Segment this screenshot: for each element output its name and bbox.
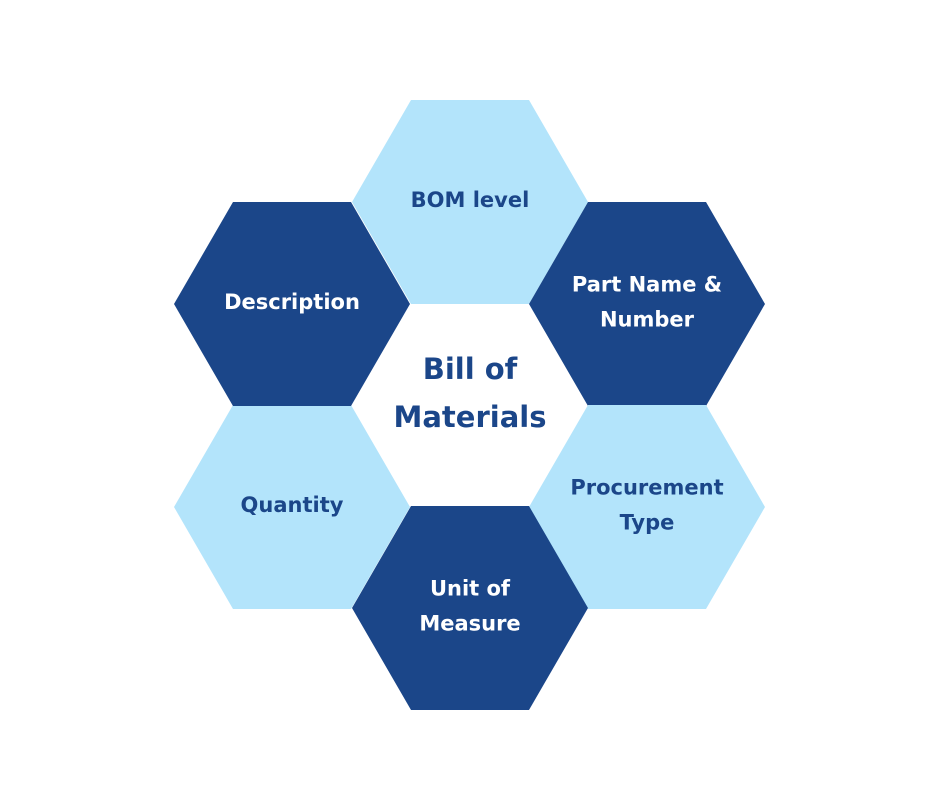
- center-title-line-1: Bill of: [423, 352, 518, 386]
- hex-node-unit-of-measure: Unit of Measure: [352, 506, 588, 710]
- label-procurement-type-line-2: Type: [620, 511, 675, 535]
- hex-node-description: Description: [174, 202, 410, 406]
- hex-node-quantity: Quantity: [174, 405, 410, 609]
- hexagon-part-name-number: [529, 202, 765, 406]
- hexagon-unit-of-measure: [352, 506, 588, 710]
- label-part-name-number-line-1: Part Name &: [572, 273, 722, 297]
- label-description-line-1: Description: [224, 290, 360, 314]
- label-part-name-number-line-2: Number: [600, 308, 695, 332]
- center-title: Bill of Materials: [394, 352, 547, 434]
- label-unit-of-measure-line-1: Unit of: [430, 577, 511, 601]
- label-procurement-type-line-1: Procurement: [570, 476, 723, 500]
- hexagon-bom-level: [352, 100, 588, 304]
- center-title-line-2: Materials: [394, 400, 547, 434]
- label-unit-of-measure-line-2: Measure: [419, 612, 520, 636]
- hexagon-description: [174, 202, 410, 406]
- label-bom-level-line-1: BOM level: [411, 188, 530, 212]
- hex-node-part-name-number: Part Name & Number: [529, 202, 765, 406]
- hex-node-bom-level: BOM level: [352, 100, 588, 304]
- label-quantity-line-1: Quantity: [241, 493, 344, 517]
- hexagon-quantity: [174, 405, 410, 609]
- hexagon-procurement-type: [529, 405, 765, 609]
